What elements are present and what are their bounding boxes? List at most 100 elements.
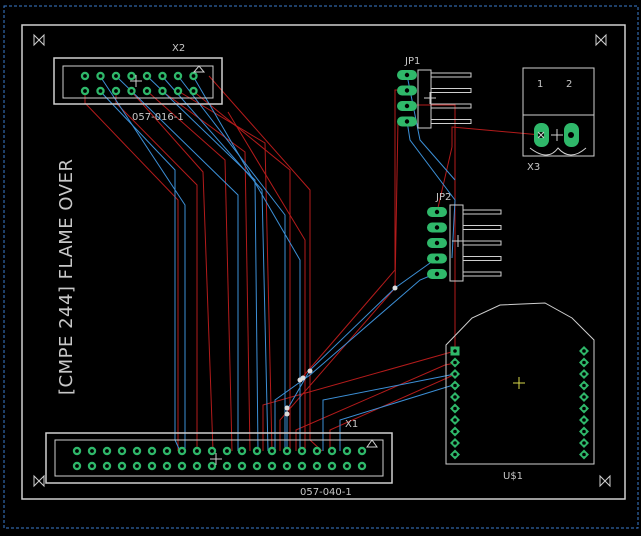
pad-hole bbox=[240, 464, 244, 468]
pad-hole bbox=[582, 406, 586, 411]
x2-pads bbox=[80, 71, 198, 96]
terminal-x3[interactable]: 1 2 X3 bbox=[522, 67, 595, 173]
pad-hole bbox=[404, 103, 410, 109]
top-trace bbox=[227, 111, 306, 451]
top-trace bbox=[279, 119, 408, 451]
bottom-trace bbox=[115, 75, 239, 451]
header-pin bbox=[462, 225, 502, 230]
pad-hole bbox=[90, 464, 94, 468]
pad-hole bbox=[434, 225, 440, 230]
bottom-trace bbox=[177, 75, 286, 451]
pad-hole bbox=[120, 449, 124, 453]
bottom-trace bbox=[406, 74, 456, 181]
top-trace bbox=[407, 104, 456, 350]
pad-hole bbox=[434, 271, 440, 277]
pad-hole bbox=[270, 464, 274, 468]
jp2-name-label: JP2 bbox=[435, 192, 451, 203]
x1-body-outline bbox=[45, 432, 393, 484]
top-trace bbox=[146, 90, 233, 452]
pad-hole bbox=[315, 464, 319, 468]
pad-hole bbox=[434, 209, 440, 215]
x3-pin2-label: 2 bbox=[566, 79, 572, 90]
trace-layer bbox=[84, 74, 542, 452]
pad-hole bbox=[582, 429, 586, 434]
top-trace bbox=[130, 90, 214, 452]
pad-hole bbox=[453, 383, 457, 388]
pad-hole bbox=[165, 449, 169, 453]
header-jp1[interactable]: JP1 bbox=[397, 56, 472, 129]
bottom-trace bbox=[99, 75, 186, 451]
pad-hole bbox=[582, 383, 586, 388]
x3-name-label: X3 bbox=[527, 162, 540, 173]
pad-hole bbox=[105, 464, 109, 468]
pad-hole bbox=[98, 74, 103, 78]
pad-hole bbox=[582, 418, 586, 422]
pad-hole bbox=[255, 449, 259, 453]
header-pin bbox=[430, 119, 472, 124]
pad-hole bbox=[145, 74, 149, 78]
u1-outline bbox=[445, 302, 595, 465]
pad-hole bbox=[453, 406, 457, 411]
jp1-body bbox=[417, 69, 432, 129]
x1-pads bbox=[72, 446, 367, 471]
pad-hole bbox=[129, 89, 134, 93]
pad-hole bbox=[145, 89, 149, 93]
pad-hole bbox=[83, 89, 87, 93]
x2-name-label: X2 bbox=[172, 43, 185, 54]
top-trace bbox=[177, 90, 273, 452]
pad-hole bbox=[176, 74, 180, 78]
pad-hole bbox=[404, 88, 410, 93]
x2-body-outline bbox=[53, 57, 223, 105]
origin-cross-icon bbox=[513, 377, 525, 389]
dimension-outline bbox=[3, 5, 639, 529]
pad-hole bbox=[270, 449, 274, 453]
pad-hole bbox=[582, 441, 586, 445]
pad-hole bbox=[453, 360, 457, 365]
connector-x1[interactable]: X1 057-040-1 bbox=[45, 419, 393, 498]
x3-body bbox=[522, 67, 595, 157]
header-jp2[interactable]: JP2 bbox=[427, 192, 502, 282]
pad-hole bbox=[330, 449, 334, 453]
pad-hole bbox=[285, 449, 289, 453]
header-pin bbox=[462, 256, 502, 261]
via bbox=[284, 411, 290, 417]
jp2-body bbox=[449, 204, 464, 282]
pad-hole bbox=[83, 74, 87, 78]
pad-hole bbox=[360, 449, 364, 453]
top-trace bbox=[161, 90, 251, 452]
origin-cross-icon bbox=[130, 75, 142, 87]
pad-hole bbox=[240, 449, 244, 453]
pin1-triangle-icon bbox=[192, 65, 206, 73]
top-trace bbox=[262, 350, 456, 451]
pad-hole bbox=[453, 372, 457, 376]
pad-hole bbox=[210, 449, 214, 453]
pad-hole bbox=[150, 449, 154, 453]
module-u1[interactable]: U$1 bbox=[445, 302, 595, 482]
top-trace bbox=[436, 146, 453, 213]
top-trace bbox=[115, 91, 198, 451]
pad-hole bbox=[453, 418, 457, 422]
pad-hole bbox=[135, 449, 139, 453]
pad-hole bbox=[129, 74, 134, 78]
pad-hole bbox=[75, 449, 79, 453]
jp2-pads bbox=[427, 207, 502, 279]
pad-hole bbox=[453, 395, 457, 399]
via bbox=[307, 368, 313, 374]
top-trace bbox=[208, 75, 323, 452]
pad-hole bbox=[404, 119, 410, 124]
top-trace bbox=[451, 126, 542, 147]
origin-cross-icon bbox=[210, 453, 222, 465]
jp1-pads bbox=[397, 70, 472, 127]
pad-hole bbox=[210, 464, 214, 468]
x3-pads bbox=[534, 123, 579, 147]
bottom-trace bbox=[406, 120, 456, 259]
u1-pads bbox=[450, 346, 589, 460]
connector-x2[interactable]: X2 057-016-1 bbox=[53, 43, 223, 123]
pad-hole bbox=[300, 449, 304, 453]
x1-value-label: 057-040-1 bbox=[300, 487, 352, 498]
pad-hole bbox=[582, 452, 586, 457]
bottom-trace bbox=[99, 90, 181, 452]
pin1-triangle-icon bbox=[366, 439, 378, 448]
pad-hole bbox=[191, 89, 196, 93]
pad-hole bbox=[225, 449, 229, 453]
